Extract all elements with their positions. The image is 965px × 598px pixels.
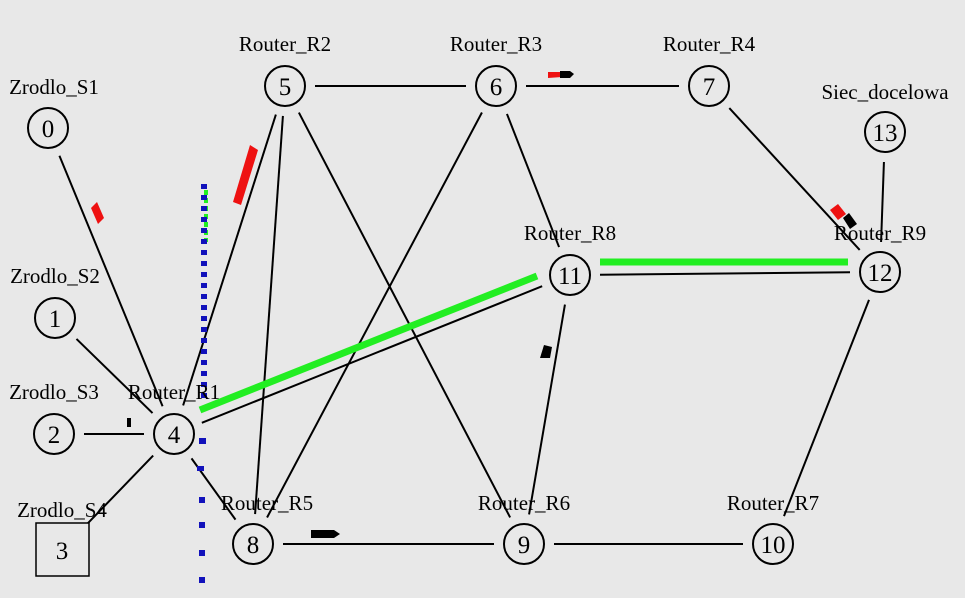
node-circle-shape [232,523,274,565]
links-layer [58,85,885,545]
link-10-12 [783,299,870,517]
node-label: Router_R8 [524,221,616,245]
link-3-4 [82,454,154,530]
node-square-shape [35,522,90,577]
dropped-packets [197,184,207,583]
node-number: 8 [247,532,260,559]
node-label: Router_R6 [478,491,570,515]
link-7-12 [728,107,861,251]
link-9-11 [528,304,566,515]
node-11[interactable]: 11 Router_R8 [524,221,616,296]
node-number: 12 [868,260,893,287]
node-1[interactable]: 1 Zrodlo_S2 [10,264,100,339]
node-circle-shape [752,523,794,565]
node-number: 11 [558,263,582,290]
node-8[interactable]: 8 Router_R5 [221,491,313,565]
packet-black [311,530,340,538]
node-label: Router_R9 [834,221,926,245]
drop-packet [199,577,205,583]
node-number: 13 [873,120,898,147]
link-11-12 [599,271,851,276]
packet-red [548,72,562,78]
node-circle-shape [864,111,906,153]
node-circle-shape [688,65,730,107]
drop-packet [199,522,205,528]
node-label: Router_R1 [128,380,220,404]
packet-red [233,145,258,205]
nodes-layer: 0 Zrodlo_S1 1 Zrodlo_S2 2 Zrodlo_S3 3 Zrodlo_S4… [9,32,949,577]
node-circle-shape [503,523,545,565]
node-label: Zrodlo_S4 [17,498,107,522]
node-number: 1 [49,306,62,333]
node-number: 4 [168,422,181,449]
node-12[interactable]: 12 Router_R9 [834,221,926,293]
node-label: Router_R3 [450,32,542,56]
node-10[interactable]: 10 Router_R7 [727,491,819,565]
packet-black [843,213,857,229]
node-label: Siec_docelowa [821,80,949,104]
node-number: 9 [518,532,531,559]
node-circle-shape [33,413,75,455]
node-0[interactable]: 0 Zrodlo_S1 [9,75,99,149]
node-label: Router_R4 [663,32,756,56]
packet-red [830,204,846,220]
packets-in-flight [91,71,857,538]
link-6-11 [506,113,560,248]
node-2[interactable]: 2 Zrodlo_S3 [9,380,99,455]
node-label: Router_R5 [221,491,313,515]
node-13[interactable]: 13 Siec_docelowa [821,80,949,153]
node-circle-shape [549,254,591,296]
drop-packet [197,466,204,471]
packet-red [91,202,104,224]
link-5-8 [254,115,284,515]
node-6[interactable]: 6 Router_R3 [450,32,542,107]
drop-packet [199,438,206,444]
node-7[interactable]: 7 Router_R4 [663,32,756,107]
node-label: Zrodlo_S3 [9,380,99,404]
link-5-9 [297,112,512,518]
node-4[interactable]: 4 Router_R1 [128,380,220,455]
node-label: Router_R2 [239,32,331,56]
link-4-11 [201,285,543,424]
node-circle-shape [859,251,901,293]
node-circle-shape [153,413,195,455]
node-number: 3 [56,538,69,565]
node-number: 6 [490,74,503,101]
node-label: Zrodlo_S2 [10,264,100,288]
node-label: Router_R7 [727,491,819,515]
link-4-5 [182,114,277,406]
link-1-4 [75,338,154,414]
flow-4-11 [198,272,539,414]
node-3[interactable]: 3 Zrodlo_S4 [17,498,107,577]
node-number: 10 [761,532,786,559]
link-13-12 [880,161,885,243]
node-9[interactable]: 9 Router_R6 [478,491,570,565]
node-number: 0 [42,116,55,143]
node-number: 7 [703,74,716,101]
link-6-8 [266,112,483,518]
packet-black [560,71,574,78]
node-5[interactable]: 5 Router_R2 [239,32,331,107]
node-label: Zrodlo_S1 [9,75,99,99]
node-circle-shape [264,65,306,107]
packet-black [540,345,552,358]
drop-packet [199,497,205,503]
link-0-4 [58,155,164,407]
node-circle-shape [34,297,76,339]
node-circle-shape [475,65,517,107]
node-number: 5 [279,74,292,101]
node-circle-shape [27,107,69,149]
packet-black [127,418,131,427]
drop-packet [199,550,205,556]
node-number: 2 [48,422,61,449]
